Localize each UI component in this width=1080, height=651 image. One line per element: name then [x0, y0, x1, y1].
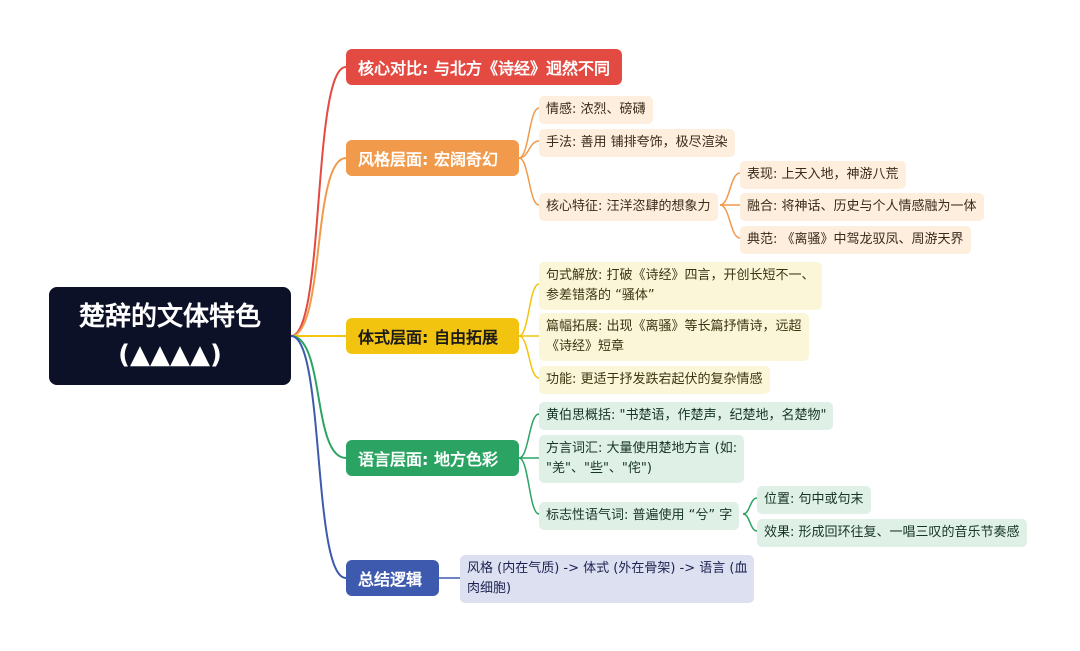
- language-position[interactable]: 位置: 句中或句末: [757, 486, 871, 514]
- style-emotion[interactable]: 情感: 浓烈、磅礴: [539, 96, 653, 124]
- form-length-line2: 《诗经》短章: [546, 339, 625, 354]
- branch-core-label: 核心对比: 与北方《诗经》迥然不同: [358, 59, 610, 78]
- root-subtitle: (▲▲▲▲): [118, 340, 222, 370]
- branch-style[interactable]: 风格层面: 宏阔奇幻: [346, 140, 519, 176]
- language-effect[interactable]: 效果: 形成回环往复、一唱三叹的音乐节奏感: [757, 519, 1027, 547]
- root-node[interactable]: 楚辞的文体特色 (▲▲▲▲): [49, 287, 291, 385]
- branch-form-label: 体式层面: 自由拓展: [358, 328, 498, 347]
- style-expression[interactable]: 表现: 上天入地，神游八荒: [740, 161, 906, 189]
- summary-text[interactable]: 风格 (内在气质) -> 体式 (外在骨架) -> 语言 (血 肉细胞): [460, 555, 755, 603]
- branch-summary-label: 总结逻辑: [358, 570, 423, 589]
- form-length[interactable]: 篇幅拓展: 出现《离骚》等长篇抒情诗，远超 《诗经》短章: [539, 313, 809, 361]
- style-technique[interactable]: 手法: 善用 铺排夸饰，极尽渲染: [539, 129, 735, 157]
- link-root-core: [290, 66, 347, 337]
- form-sentence-line1: 句式解放: 打破《诗经》四言，开创长短不一、: [546, 268, 815, 283]
- link-root-language: [290, 335, 347, 459]
- branch-style-label: 风格层面: 宏阔奇幻: [358, 150, 498, 169]
- language-dialect[interactable]: 方言词汇: 大量使用楚地方言 (如: "羌"、"些"、"侘"): [539, 435, 745, 483]
- form-sentence[interactable]: 句式解放: 打破《诗经》四言，开创长短不一、 参差错落的 “骚体”: [539, 262, 822, 310]
- summary-text-line1: 风格 (内在气质) -> 体式 (外在骨架) -> 语言 (血: [467, 561, 748, 576]
- summary-text-line2: 肉细胞): [467, 581, 512, 596]
- language-dialect-line2: "羌"、"些"、"侘"): [546, 461, 652, 476]
- style-fusion[interactable]: 融合: 将神话、历史与个人情感融为一体: [740, 193, 984, 221]
- language-huang[interactable]: 黄伯思概括: "书楚语，作楚声，纪楚地，名楚物": [539, 402, 834, 430]
- root-title: 楚辞的文体特色: [78, 302, 261, 332]
- language-dialect-line1: 方言词汇: 大量使用楚地方言 (如:: [546, 441, 738, 456]
- branch-core[interactable]: 核心对比: 与北方《诗经》迥然不同: [346, 49, 622, 85]
- language-particle[interactable]: 标志性语气词: 普遍使用 “兮” 字: [539, 502, 740, 530]
- form-function[interactable]: 功能: 更适于抒发跌宕起伏的复杂情感: [539, 366, 770, 394]
- branch-language[interactable]: 语言层面: 地方色彩: [346, 440, 519, 476]
- form-length-line1: 篇幅拓展: 出现《离骚》等长篇抒情诗，远超: [546, 319, 802, 334]
- style-feature[interactable]: 核心特征: 汪洋恣肆的想象力: [539, 193, 718, 221]
- branch-summary[interactable]: 总结逻辑: [346, 560, 439, 596]
- link-root-style: [290, 157, 347, 337]
- branch-form[interactable]: 体式层面: 自由拓展: [346, 318, 519, 354]
- style-example[interactable]: 典范: 《离骚》中驾龙驭凤、周游天界: [740, 226, 971, 254]
- link-root-summary: [290, 335, 347, 579]
- form-sentence-line2: 参差错落的 “骚体”: [546, 288, 655, 303]
- branch-language-label: 语言层面: 地方色彩: [358, 450, 498, 469]
